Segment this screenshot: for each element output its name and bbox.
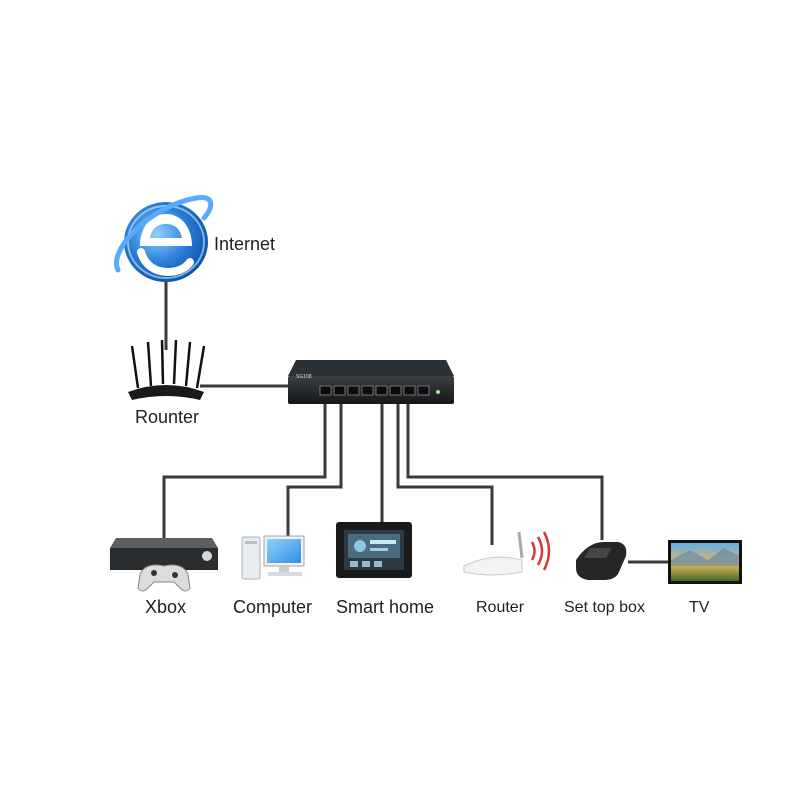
network-switch: SG108 [288,360,454,404]
tv-label: TV [689,599,710,616]
cable-router [396,400,494,545]
internet-icon [114,195,214,282]
cables [162,282,668,564]
router-label: Router [476,599,525,616]
cable-computer [286,400,343,536]
upstream-router-icon [128,339,206,400]
computer-icon [241,535,305,580]
switch-model-label: SG108 [296,374,312,380]
wifi-router-icon [463,531,551,576]
xbox-label: Xbox [145,597,187,617]
cable-xbox [162,400,327,538]
set-top-box-icon [576,542,627,580]
set-top-box-label: Set top box [564,599,645,616]
cable-set-top-box [406,400,604,540]
wifi-signal-icon [530,531,551,571]
switch-ports [319,385,430,396]
tv-icon [668,540,742,584]
xbox-icon [110,538,218,592]
internet-label: Internet [214,234,276,254]
upstream-router-label: Rounter [135,407,200,427]
computer-label: Computer [233,597,313,617]
smart-home-icon [336,522,412,578]
smart-home-label: Smart home [336,597,435,617]
